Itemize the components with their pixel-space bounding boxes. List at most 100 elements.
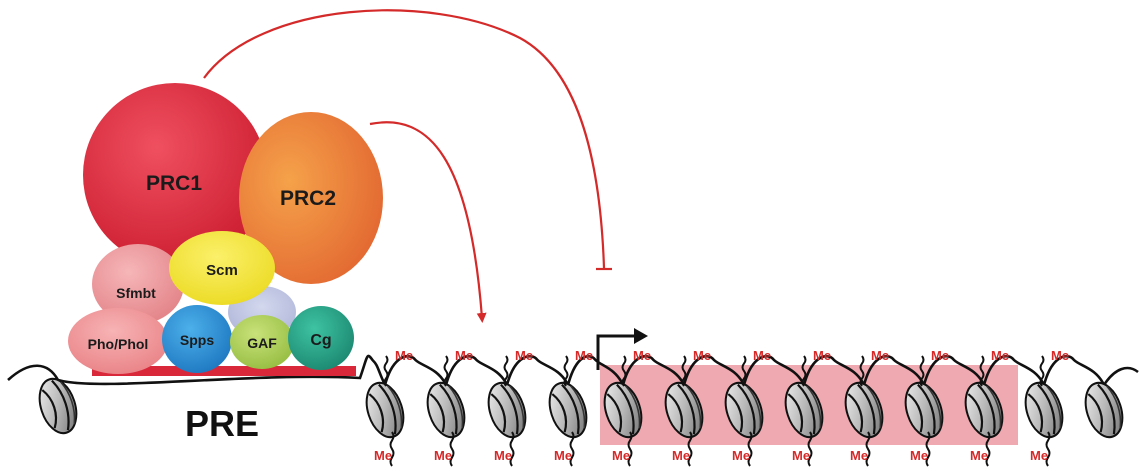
dna-wrap (787, 393, 804, 433)
nucleosome-array (38, 377, 1124, 439)
pre-bar (92, 366, 356, 376)
dna-wrap (429, 393, 446, 433)
methyl-label: Me (1030, 448, 1048, 463)
dna-wrap (551, 393, 568, 433)
gaf-label: GAF (247, 335, 277, 351)
dna-wrap (490, 393, 507, 433)
dna-wrap (448, 385, 464, 428)
histone-tail (865, 431, 871, 467)
dna-wrap (727, 393, 744, 433)
dna-wrap (368, 393, 385, 433)
dna-wrap (561, 383, 580, 435)
histone-tail (569, 431, 575, 467)
dna-wrap (866, 385, 882, 428)
nucleosome (724, 381, 764, 439)
dna-wrap (967, 393, 984, 433)
nucleosome (426, 381, 466, 439)
spps-label: Spps (180, 332, 214, 348)
histone-tail (627, 431, 633, 467)
prc2-blob (239, 112, 383, 284)
histone-tail (925, 431, 931, 467)
dna-wrap (509, 385, 525, 428)
methyl-label: Me (693, 348, 711, 363)
dna-wrap (387, 385, 403, 428)
methyl-label: Me (554, 448, 572, 463)
methyl-label: Me (612, 448, 630, 463)
methyl-label: Me (910, 448, 928, 463)
dna-wrap (439, 383, 458, 435)
methyl-label: Me (850, 448, 868, 463)
dna-wrap (797, 383, 816, 435)
histone-tail (747, 431, 753, 467)
methyl-label: Me (672, 448, 690, 463)
cg-blob (288, 306, 354, 370)
dna-wrap (41, 389, 58, 429)
nucleosome-core (365, 381, 405, 439)
dna-wrap (1046, 385, 1062, 428)
nucleosome (1084, 381, 1124, 439)
nucleosome (487, 381, 527, 439)
histone-tail (503, 355, 509, 387)
scm-blob (169, 231, 275, 305)
histone-tail (859, 355, 865, 387)
dna-wrap (857, 383, 876, 435)
dna-wrap (667, 393, 684, 433)
histone-tail (563, 355, 569, 387)
dna-wrap (1037, 383, 1056, 435)
histone-tail (681, 355, 687, 387)
histone-tail (449, 431, 455, 467)
methyl-label: Me (732, 448, 750, 463)
dna-wrap (847, 393, 864, 433)
prc2-label: PRC2 (280, 187, 336, 210)
nucleosome-core (1084, 381, 1124, 439)
nucleosome (38, 377, 78, 435)
methyl-label: Me (871, 348, 889, 363)
methyl-label: Me (455, 348, 473, 363)
dna-wrap (500, 383, 519, 435)
dna-wrap (51, 379, 70, 431)
methyl-label: Me (1051, 348, 1069, 363)
methyl-label: Me (395, 348, 413, 363)
phopho-blob (68, 308, 168, 374)
histone-tail (919, 355, 925, 387)
histone-tail (443, 355, 449, 387)
dna-wrap (378, 383, 397, 435)
sfmbt-blob (92, 244, 184, 324)
histone-tail (741, 355, 747, 387)
dna-wrap (1027, 393, 1044, 433)
histone-tail (979, 355, 985, 387)
dna-wrap (625, 385, 641, 428)
tss-arrow (596, 334, 636, 370)
dna-wrap (737, 383, 756, 435)
dna-wrap (570, 385, 586, 428)
nucleosome-core (1024, 381, 1064, 439)
nucleosome (784, 381, 824, 439)
dna-wrap (1087, 393, 1104, 433)
dna-wrap (977, 383, 996, 435)
prc1-blob (83, 83, 267, 267)
methyl-label: Me (970, 448, 988, 463)
methyl-label: Me (575, 348, 593, 363)
dna-wrap (806, 385, 822, 428)
dna-wrap (907, 393, 924, 433)
nucleosome (365, 381, 405, 439)
tss-arrow-head (634, 328, 648, 344)
methyl-label: Me (813, 348, 831, 363)
phopho-label: Pho/Phol (88, 336, 149, 352)
methyl-label: Me (931, 348, 949, 363)
dna-wrap (616, 383, 635, 435)
histone-tail (807, 431, 813, 467)
histone-tail (1045, 431, 1051, 467)
dna-wrap (1106, 385, 1122, 428)
nucleosome (844, 381, 884, 439)
prc2-methylation-arrow (369, 121, 487, 323)
histone-tail (801, 355, 807, 387)
dna-wrap (1097, 383, 1116, 435)
methyl-label: Me (494, 448, 512, 463)
pcg-complex: PRC1 PRC2 Sfmbt Scm Pho/Phol Spps GAF Cg (68, 83, 383, 374)
dna-wrap (926, 385, 942, 428)
nucleosome-core (487, 381, 527, 439)
methyl-label: Me (515, 348, 533, 363)
